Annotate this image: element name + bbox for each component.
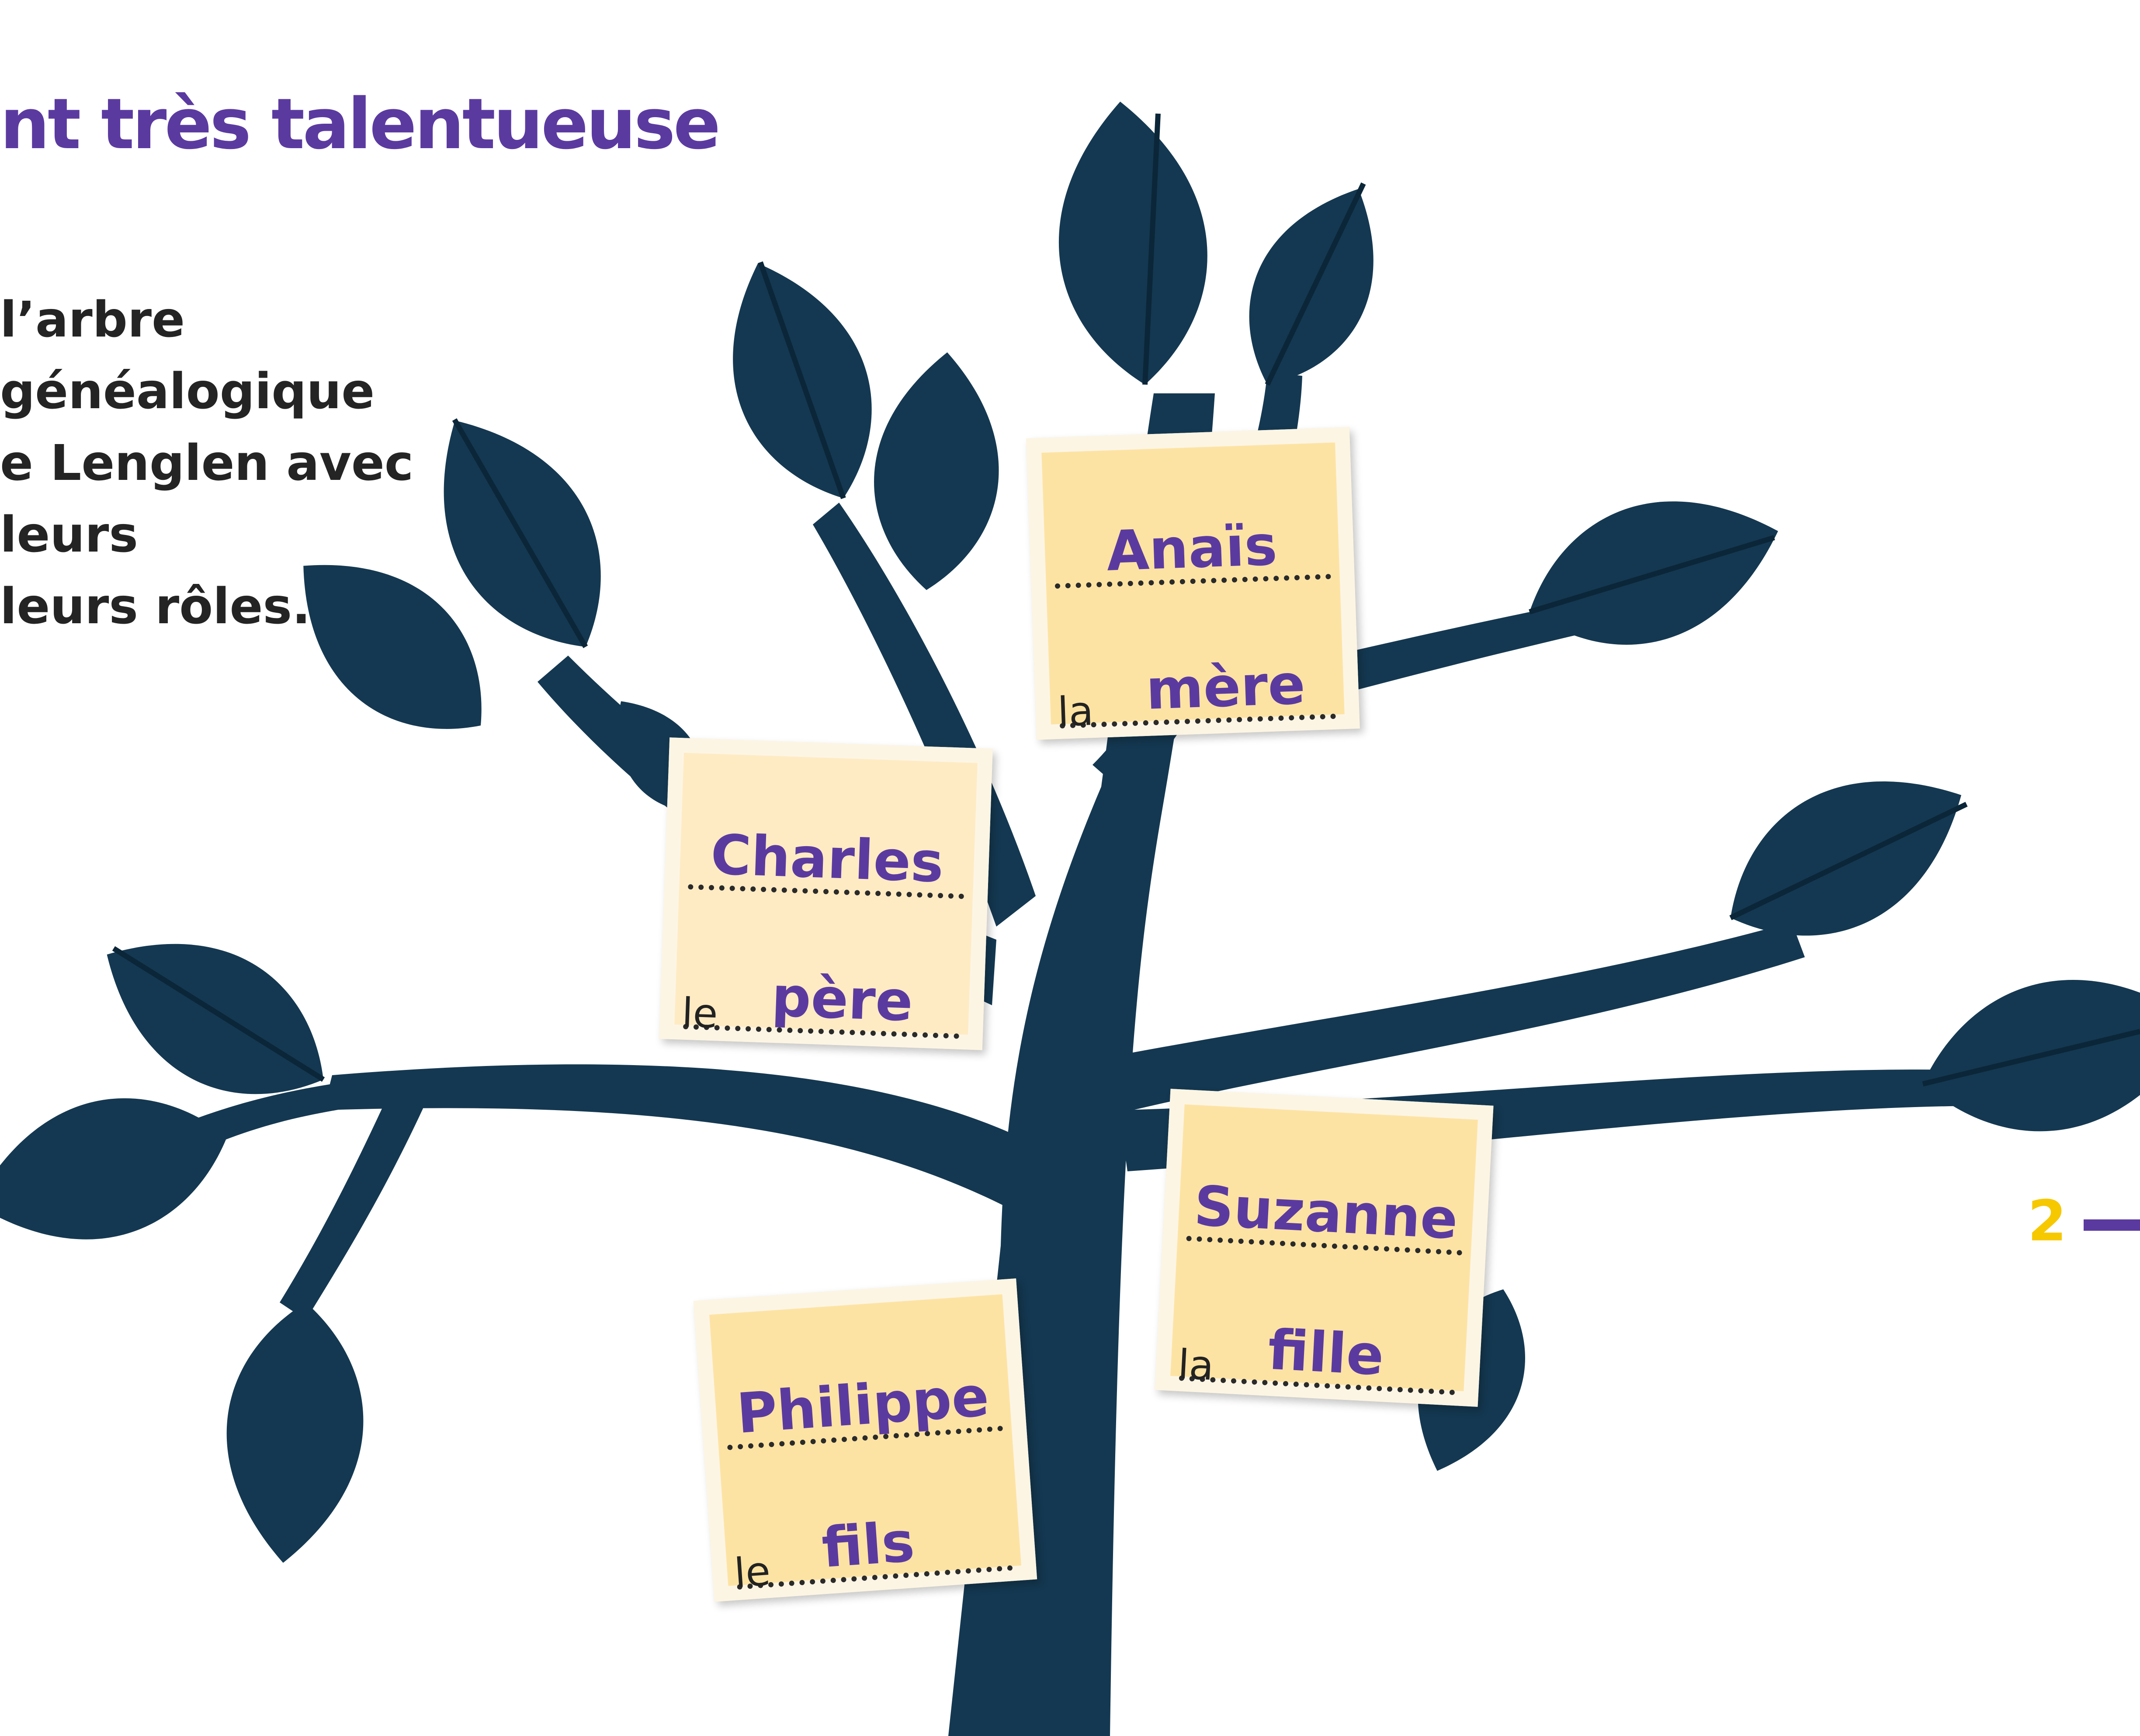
role-answer-line: la fille	[1176, 1310, 1459, 1396]
name-answer-line: Charles	[688, 819, 967, 899]
name-answer-line: Philippe	[722, 1360, 1003, 1451]
role-article: le	[681, 989, 719, 1038]
member-name: Philippe	[735, 1364, 991, 1446]
member-role: père	[770, 964, 914, 1034]
member-role: fille	[1266, 1317, 1386, 1388]
name-card-charles: Charles le père	[659, 737, 993, 1050]
member-name: Charles	[709, 822, 945, 895]
name-card-suzanne: Suzanne la fille	[1155, 1089, 1494, 1407]
member-role: fils	[819, 1509, 917, 1580]
role-answer-line: le père	[681, 958, 962, 1039]
name-card-philippe: Philippe le fils	[693, 1278, 1037, 1602]
role-article: le	[732, 1548, 772, 1597]
role-article: la	[1057, 687, 1094, 736]
name-card-anais: Anaïs la mère	[1026, 427, 1360, 740]
member-role: mère	[1145, 652, 1307, 722]
page-accent-rule	[2084, 1219, 2140, 1231]
name-answer-line: Anaïs	[1052, 508, 1331, 589]
leaf-veins	[112, 113, 2140, 1087]
role-answer-line: la mère	[1057, 648, 1336, 736]
member-name: Anaïs	[1105, 513, 1278, 583]
instruction-text: l’arbre généalogique e Lenglen avec leur…	[0, 292, 414, 635]
name-answer-line: Suzanne	[1186, 1170, 1466, 1256]
member-name: Suzanne	[1192, 1174, 1460, 1252]
role-answer-line: le fils	[732, 1500, 1013, 1597]
page-title: nt très talentueuse	[0, 83, 721, 165]
role-article: la	[1176, 1340, 1215, 1390]
page-number: 2	[2028, 1189, 2067, 1254]
